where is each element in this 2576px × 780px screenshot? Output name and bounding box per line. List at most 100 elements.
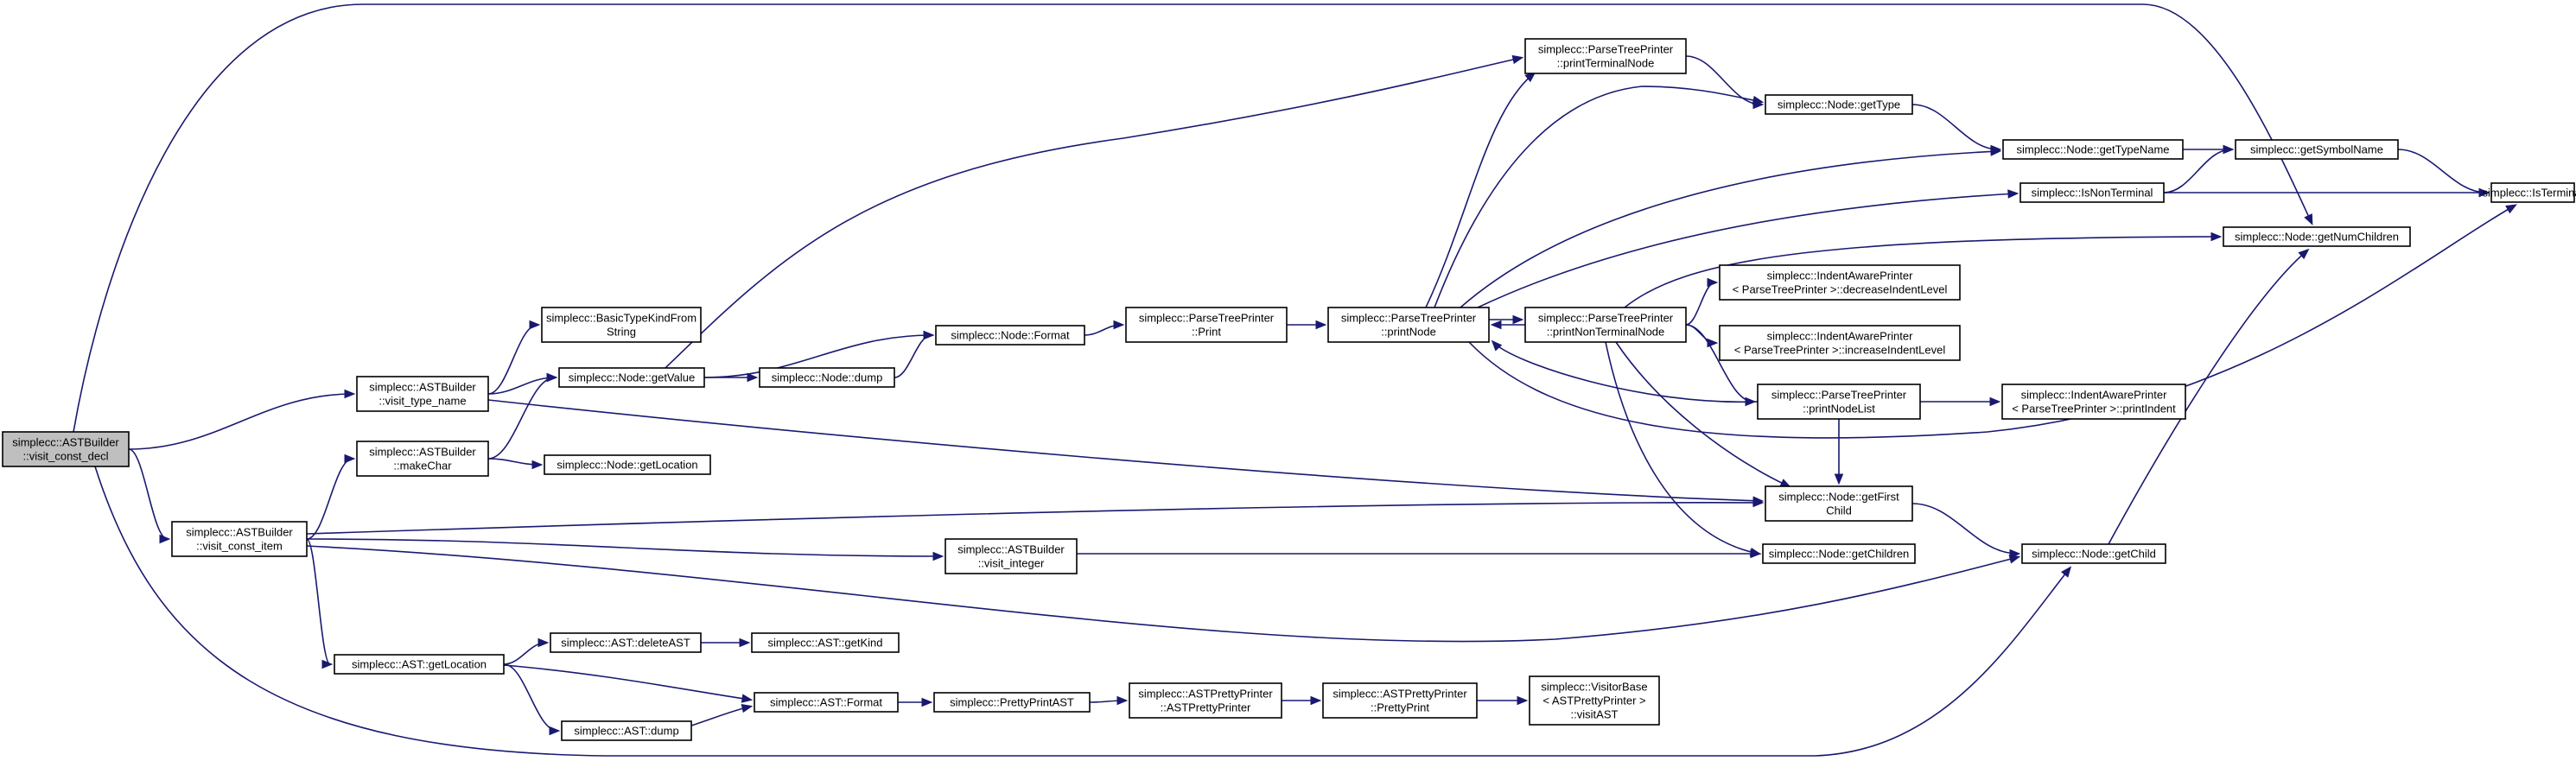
edge-PTP_printNode-to-Node_getType — [1434, 86, 1765, 308]
node-label-line: simplecc::ASTBuilder — [369, 381, 476, 394]
node-AST_Format[interactable]: simplecc::AST::Format — [754, 692, 899, 713]
node-box — [558, 367, 705, 388]
node-box — [561, 720, 692, 741]
node-AST_dump[interactable]: simplecc::AST::dump — [561, 720, 692, 741]
node-ASTPrettyPrinter_PrettyPrint[interactable]: simplecc::ASTPrettyPrinter::PrettyPrint — [1322, 682, 1478, 719]
node-AST_deleteAST[interactable]: simplecc::AST::deleteAST — [550, 632, 702, 653]
edge-arrowhead — [1990, 144, 2002, 155]
edge-arrowhead — [2304, 213, 2313, 226]
node-label-line: < ASTPrettyPrinter > — [1542, 694, 1645, 707]
node-PTP_printNonTerminalNode[interactable]: simplecc::ParseTreePrinter::printNonTerm… — [1524, 307, 1687, 343]
node-Node_getLocation[interactable]: simplecc::Node::getLocation — [544, 454, 711, 475]
node-label-line: simplecc::IndentAwarePrinter — [1767, 270, 1914, 282]
edge-line — [1624, 236, 2220, 308]
node-visit_const_item[interactable]: simplecc::ASTBuilder::visit_const_item — [171, 521, 308, 557]
node-label-line: simplecc::Node::getType — [1778, 98, 1900, 111]
node-PTP_Print[interactable]: simplecc::ParseTreePrinter::Print — [1125, 307, 1288, 343]
edge-IsNonTerminal-to-getSymbolName — [2163, 144, 2235, 193]
edge-arrowhead — [2007, 189, 2019, 199]
node-Node_getNumChildren[interactable]: simplecc::Node::getNumChildren — [2223, 226, 2411, 247]
node-box — [1524, 307, 1687, 343]
node-VisitorBase_visitAST[interactable]: simplecc::VisitorBase< ASTPrettyPrinter … — [1529, 675, 1660, 726]
node-PTP_printNode[interactable]: simplecc::ParseTreePrinter::printNode — [1327, 307, 1490, 343]
node-PTP_printTerminalNode[interactable]: simplecc::ParseTreePrinter::printTermina… — [1524, 38, 1687, 74]
edge-line — [1477, 193, 2017, 308]
node-label-line: simplecc::ASTPrettyPrinter — [1138, 688, 1273, 701]
node-getSymbolName[interactable]: simplecc::getSymbolName — [2235, 139, 2399, 160]
node-AST_getKind[interactable]: simplecc::AST::getKind — [751, 632, 900, 653]
node-box — [1129, 682, 1282, 719]
edge-visit_const_item-to-AST_getLocation — [306, 538, 334, 669]
node-Node_getTypeName[interactable]: simplecc::Node::getTypeName — [2002, 139, 2184, 160]
node-label-line: ::printTerminalNode — [1557, 57, 1655, 70]
edge-arrowhead — [1834, 473, 1844, 485]
edge-PTP_Print-to-PTP_printNode — [1287, 320, 1327, 330]
node-PrettyPrintAST[interactable]: simplecc::PrettyPrintAST — [933, 692, 1091, 713]
node-visit_const_decl[interactable]: simplecc::ASTBuilder::visit_const_decl — [2, 431, 130, 467]
node-box — [1719, 264, 1961, 301]
edge-arrowhead — [2223, 144, 2235, 155]
node-label-line: ::printNodeList — [1803, 403, 1875, 415]
edge-AST_dump-to-AST_Format — [690, 703, 754, 726]
edge-AST_getLocation-to-AST_dump — [503, 663, 561, 736]
node-box — [2021, 543, 2166, 564]
node-Node_getChild[interactable]: simplecc::Node::getChild — [2021, 543, 2166, 564]
edge-line — [1615, 341, 1790, 487]
edge-AST_Format-to-PrettyPrintAST — [898, 697, 933, 707]
node-PTP_printNodeList[interactable]: simplecc::ParseTreePrinter::printNodeLis… — [1757, 384, 1921, 420]
node-IsNonTerminal[interactable]: simplecc::IsNonTerminal — [2019, 182, 2165, 203]
edge-visit_type_name-to-BasicTypeKindFromString — [487, 320, 541, 395]
node-Node_getValue[interactable]: simplecc::Node::getValue — [558, 367, 705, 388]
edge-arrowhead — [1752, 99, 1765, 110]
edge-visit_const_item-to-visit_integer — [306, 538, 945, 561]
node-label-line: ::visitAST — [1571, 708, 1619, 721]
node-Node_Format[interactable]: simplecc::Node::Format — [935, 325, 1085, 346]
edge-Node_getValue-to-PTP_printTerminalNode — [665, 54, 1524, 369]
node-box — [2, 431, 130, 467]
edge-AST_getLocation-to-AST_Format — [503, 664, 754, 703]
node-makeChar[interactable]: simplecc::ASTBuilder::makeChar — [356, 441, 489, 477]
node-box — [1529, 675, 1660, 726]
node-box — [544, 454, 711, 475]
node-IAP_printIndent[interactable]: simplecc::IndentAwarePrinter< ParseTreeP… — [2001, 384, 2186, 420]
edge-PTP_printNode-to-IsTerminal — [1468, 204, 2517, 439]
node-label-line: simplecc::IndentAwarePrinter — [1767, 330, 1914, 343]
node-Node_getType[interactable]: simplecc::Node::getType — [1765, 94, 1913, 115]
edge-arrowhead — [921, 697, 933, 707]
edge-line — [94, 466, 2070, 757]
node-box — [1327, 307, 1490, 343]
node-label-line: simplecc::BasicTypeKindFrom — [546, 312, 696, 325]
node-AST_getLocation[interactable]: simplecc::AST::getLocation — [334, 654, 505, 675]
node-IAP_decreaseIndentLevel[interactable]: simplecc::IndentAwarePrinter< ParseTreeP… — [1719, 264, 1961, 301]
edge-visit_const_decl-to-visit_const_item — [128, 448, 171, 544]
node-IsTerminal[interactable]: simplecc::IsTerminal — [2482, 182, 2576, 203]
node-visit_type_name[interactable]: simplecc::ASTBuilder::visit_type_name — [356, 376, 489, 412]
node-label-line: ::Print — [1192, 326, 1221, 339]
node-box — [935, 325, 1085, 346]
node-Node_getChildren[interactable]: simplecc::Node::getChildren — [1762, 543, 1916, 564]
node-box — [1125, 307, 1288, 343]
edge-line — [1685, 324, 1754, 403]
edge-line — [1911, 503, 2019, 555]
edge-line — [690, 706, 751, 726]
node-ASTPrettyPrinter_ctor[interactable]: simplecc::ASTPrettyPrinter::ASTPrettyPri… — [1129, 682, 1282, 719]
edge-visit_const_item-to-makeChar — [306, 453, 356, 540]
edge-PTP_printNodeList-to-PTP_printNode — [1491, 339, 1759, 403]
node-box — [2223, 226, 2411, 247]
edge-Node_getType-to-Node_getTypeName — [1911, 104, 2002, 155]
node-visit_integer[interactable]: simplecc::ASTBuilder::visit_integer — [945, 538, 1078, 574]
edge-line — [306, 545, 2019, 643]
node-label-line: simplecc::Node::Format — [951, 329, 1070, 342]
node-label-line: simplecc::Node::getFirst — [1778, 491, 1899, 504]
node-label-line: ::visit_const_item — [196, 540, 283, 553]
node-label-line: simplecc::VisitorBase — [1541, 681, 1647, 694]
edge-arrowhead — [932, 551, 945, 561]
node-box — [1765, 485, 1913, 522]
node-Node_dump[interactable]: simplecc::Node::dump — [759, 367, 895, 388]
node-IAP_increaseIndentLevel[interactable]: simplecc::IndentAwarePrinter< ParseTreeP… — [1719, 325, 1961, 361]
edge-arrowhead — [529, 320, 541, 330]
node-label-line: simplecc::AST::getLocation — [352, 658, 487, 671]
edge-line — [1434, 86, 1762, 308]
